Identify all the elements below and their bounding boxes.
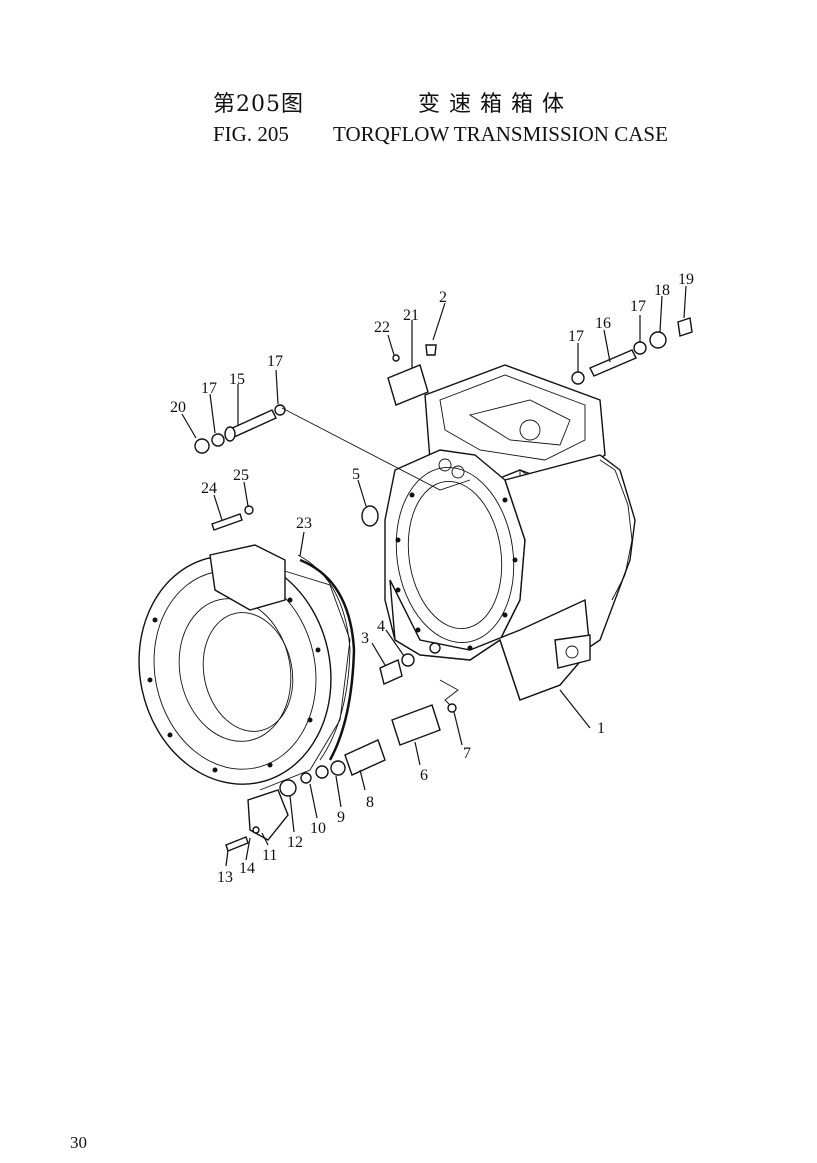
callout-2: 2 [439, 289, 447, 306]
callout-24: 24 [201, 480, 217, 497]
callout-25: 25 [233, 467, 249, 484]
callout-17d: 17 [630, 298, 646, 315]
callout-11: 11 [262, 847, 277, 864]
callout-5: 5 [352, 466, 360, 483]
transmission-case-drawing [384, 364, 636, 701]
figure-number-cn: 第205图 [213, 92, 304, 117]
callout-15: 15 [229, 371, 245, 388]
callout-12: 12 [287, 834, 303, 851]
callout-6: 6 [420, 767, 428, 784]
figure-number-en: FIG. 205 [213, 122, 289, 146]
callout-13: 13 [217, 869, 233, 886]
callout-1: 1 [597, 720, 605, 737]
callout-4: 4 [377, 618, 385, 635]
figure-title-en: TORQFLOW TRANSMISSION CASE [333, 122, 668, 146]
figure-title-cn: 变速箱箱体 [418, 92, 574, 117]
callout-3: 3 [361, 630, 369, 647]
callout-23: 23 [296, 515, 312, 532]
callout-labels: 1 2 3 4 5 6 7 8 9 10 11 12 13 14 15 16 1… [170, 271, 694, 886]
callout-17c: 17 [568, 328, 584, 345]
callout-10: 10 [310, 820, 326, 837]
callout-20: 20 [170, 399, 186, 416]
callout-7: 7 [463, 745, 471, 762]
callout-21: 21 [403, 307, 419, 324]
callout-14: 14 [239, 860, 255, 877]
front-cover-drawing [138, 544, 351, 791]
callout-16: 16 [595, 315, 611, 332]
leader-lines [181, 285, 687, 867]
callout-18: 18 [654, 282, 670, 299]
callout-17a: 17 [267, 353, 283, 370]
callout-22: 22 [374, 319, 390, 336]
callout-9: 9 [337, 809, 345, 826]
small-parts-drawing [194, 317, 693, 852]
callout-8: 8 [366, 794, 374, 811]
callout-17b: 17 [201, 380, 217, 397]
page-number: 30 [70, 1133, 87, 1152]
callout-19: 19 [678, 271, 694, 288]
